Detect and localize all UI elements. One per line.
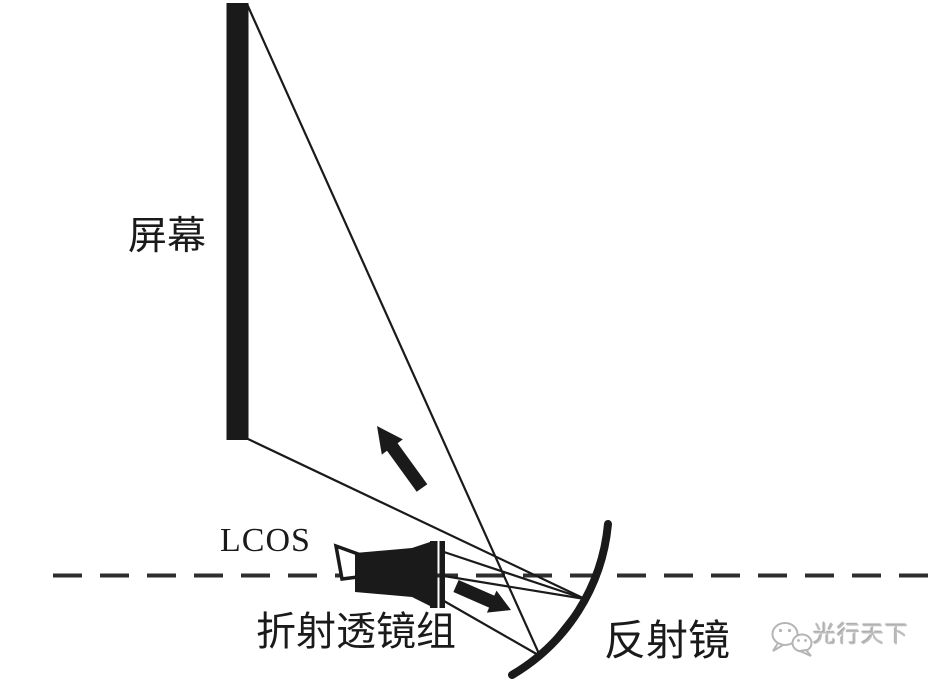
watermark-text: 光行天下 xyxy=(813,621,909,647)
light-direction-arrow-down-icon xyxy=(453,580,511,613)
lens-flange-inner xyxy=(430,541,438,608)
ray-lens-top-to-mirror-mid xyxy=(443,550,586,601)
lcos-label: LCOS xyxy=(220,522,311,559)
ray-screen-bottom-to-mirror-mid xyxy=(247,438,586,600)
lens-cone xyxy=(412,542,430,606)
ray-screen-top-to-mirror-bottom xyxy=(245,3,542,657)
lens-flange-outer xyxy=(439,541,445,608)
chat-bubbles-logo-icon xyxy=(771,622,813,657)
screen-bar xyxy=(226,3,249,440)
lens-group-label: 折射透镜组 xyxy=(256,609,456,654)
mirror-label: 反射镜 xyxy=(604,619,731,665)
ray-lens-bottom-to-mirror-bottom xyxy=(443,600,541,657)
mirror-arc xyxy=(508,520,612,679)
light-direction-arrow-up-icon xyxy=(377,426,428,492)
ray-lens-axis-to-mirror-mid xyxy=(443,574,586,601)
screen-label: 屏幕 xyxy=(128,215,207,258)
lens-barrel-body xyxy=(355,548,412,597)
